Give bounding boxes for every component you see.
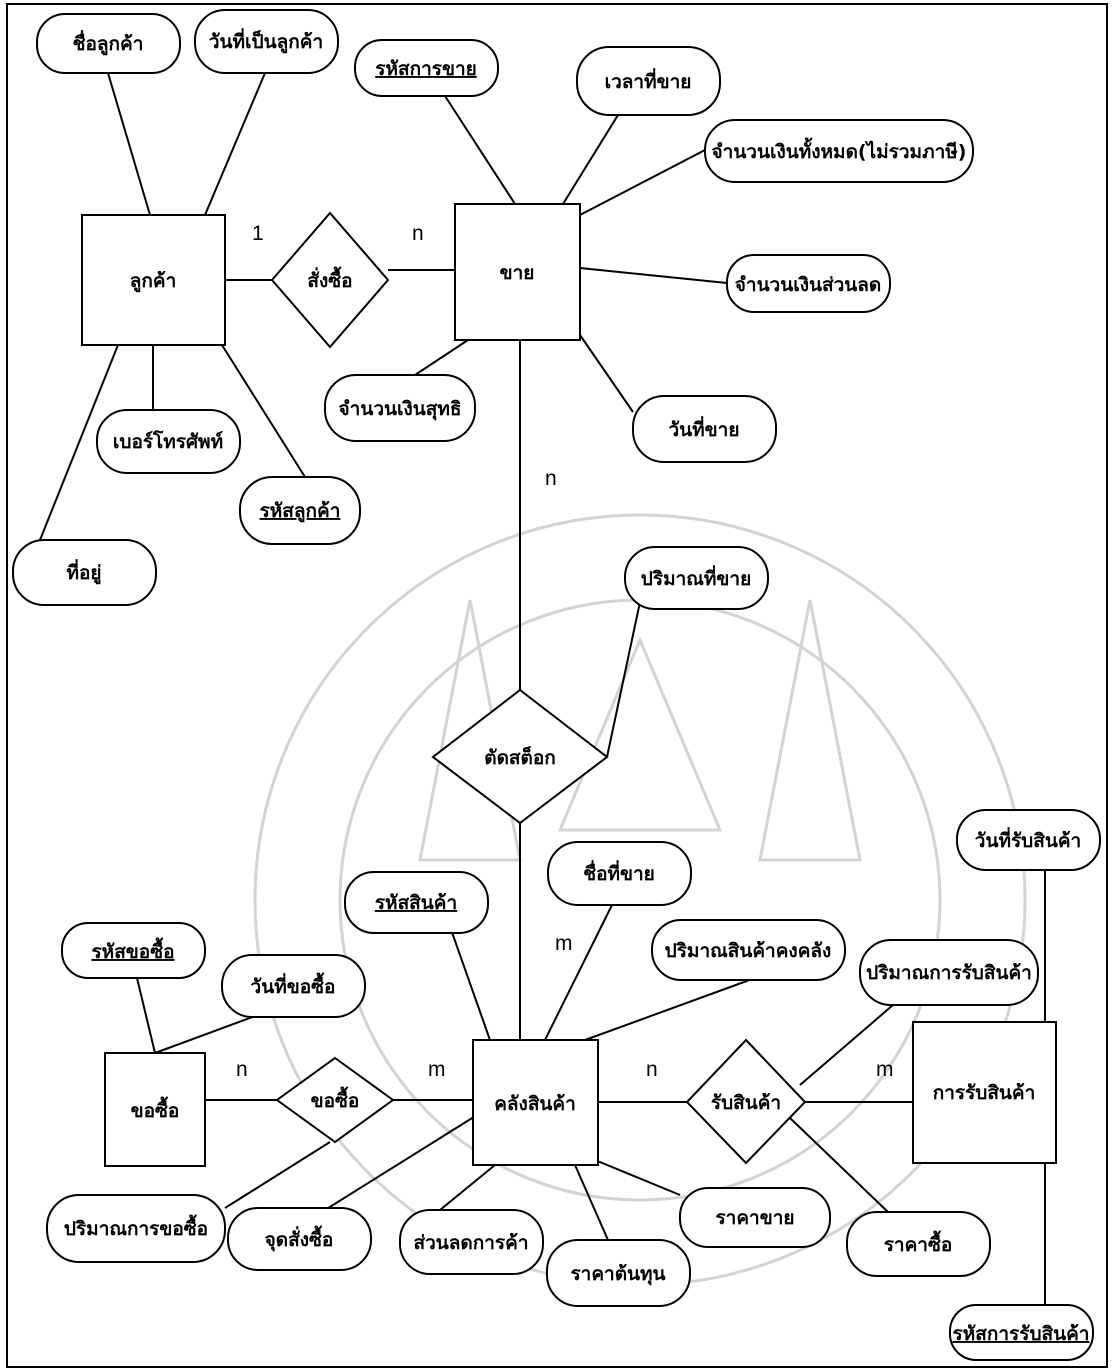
svg-text:ปริมาณการรับสินค้า: ปริมาณการรับสินค้า [866, 962, 1032, 984]
attribute-phone: เบอร์โทรศัพท์ [96, 409, 241, 474]
relationship-order-label: สั่งซื้อ [307, 266, 352, 292]
attribute-selling-price: ราคาขาย [679, 1187, 831, 1248]
cardinality-request-purchase: n [236, 1058, 248, 1081]
svg-text:จำนวนเงินทั้งหมด(ไม่รวมภาษี): จำนวนเงินทั้งหมด(ไม่รวมภาษี) [712, 137, 967, 163]
svg-text:ปริมาณการขอซื้อ: ปริมาณการขอซื้อ [64, 1214, 208, 1240]
entity-purchase-request-label: ขอซื้อ [131, 1096, 180, 1122]
relationship-receive: รับสินค้า [685, 1038, 807, 1165]
relationship-cut-stock-label: ตัดสต็อก [484, 745, 556, 769]
svg-text:จำนวนเงินสุทธิ: จำนวนเงินสุทธิ [339, 398, 462, 421]
relationship-receive-label: รับสินค้า [711, 1092, 781, 1114]
svg-text:เวลาที่ขาย: เวลาที่ขาย [605, 68, 692, 93]
attribute-receipt-id: รหัสการรับสินค้า [949, 1304, 1094, 1361]
entity-inventory-label: คลังสินค้า [494, 1093, 576, 1115]
attribute-customer-since: วันที่เป็นลูกค้า [194, 9, 339, 74]
svg-text:วันที่รับสินค้า: วันที่รับสินค้า [975, 827, 1081, 852]
attribute-receive-quantity: ปริมาณการรับสินค้า [859, 939, 1039, 1006]
cardinality-cutstock-inventory: m [555, 932, 573, 955]
attribute-purchase-price: ราคาซื้อ [846, 1211, 991, 1277]
attribute-trade-discount: ส่วนลดการค้า [399, 1209, 544, 1275]
svg-text:ราคาซื้อ: ราคาซื้อ [884, 1230, 953, 1256]
relationship-order: สั่งซื้อ [270, 211, 390, 349]
svg-text:ส่วนลดการค้า: ส่วนลดการค้า [414, 1232, 529, 1254]
page-frame [6, 3, 1108, 1368]
svg-text:รหัสขอซื้อ: รหัสขอซื้อ [91, 937, 174, 963]
svg-text:วันที่ขาย: วันที่ขาย [669, 416, 740, 441]
entity-inventory: คลังสินค้า [472, 1039, 599, 1166]
svg-text:ปริมาณสินค้าคงคลัง: ปริมาณสินค้าคงคลัง [665, 940, 832, 962]
attribute-quantity-sold: ปริมาณที่ขาย [624, 546, 769, 610]
attribute-receive-date: วันที่รับสินค้า [956, 809, 1101, 871]
svg-text:ปริมาณที่ขาย: ปริมาณที่ขาย [641, 565, 751, 590]
attribute-sale-date: วันที่ขาย [632, 395, 777, 463]
attribute-product-id: รหัสสินค้า [344, 871, 489, 934]
attribute-sale-time: เวลาที่ขาย [576, 46, 721, 116]
relationship-cut-stock: ตัดสต็อก [431, 688, 609, 825]
cardinality-request-inventory: m [428, 1058, 446, 1081]
cardinality-sale-cutstock: n [545, 467, 557, 490]
attribute-total-amount: จำนวนเงินทั้งหมด(ไม่รวมภาษี) [704, 119, 974, 183]
svg-text:ราคาต้นทุน: ราคาต้นทุน [570, 1263, 665, 1286]
attribute-request-id: รหัสขอซื้อ [61, 922, 206, 979]
svg-text:จำนวนเงินส่วนลด: จำนวนเงินส่วนลด [735, 274, 881, 296]
svg-text:จุดสั่งซื้อ: จุดสั่งซื้อ [265, 1225, 334, 1252]
svg-text:ชื่อลูกค้า: ชื่อลูกค้า [73, 30, 144, 56]
entity-sale-label: ขาย [500, 262, 535, 284]
svg-text:รหัสลูกค้า: รหัสลูกค้า [260, 500, 341, 523]
relationship-request: ขอซื้อ [275, 1056, 395, 1144]
attribute-reorder-point: จุดสั่งซื้อ [227, 1207, 372, 1271]
cardinality-customer-order: 1 [252, 222, 264, 245]
entity-goods-receipt: การรับสินค้า [912, 1021, 1057, 1164]
cardinality-order-sale: n [412, 222, 424, 245]
cardinality-receive-receipt: m [876, 1058, 894, 1081]
svg-text:ที่อยู่: ที่อยู่ [66, 559, 101, 585]
entity-purchase-request: ขอซื้อ [104, 1052, 206, 1167]
svg-text:เบอร์โทรศัพท์: เบอร์โทรศัพท์ [113, 430, 223, 453]
attribute-discount-amount: จำนวนเงินส่วนลด [726, 254, 891, 313]
attribute-net-amount: จำนวนเงินสุทธิ [324, 374, 476, 442]
attribute-customer-id: รหัสลูกค้า [239, 476, 361, 545]
svg-text:ชื่อที่ขาย: ชื่อที่ขาย [583, 860, 655, 885]
attribute-sold-name: ชื่อที่ขาย [547, 841, 692, 906]
relationship-request-label: ขอซื้อ [311, 1086, 360, 1112]
svg-text:รหัสการขาย: รหัสการขาย [375, 58, 477, 80]
attribute-sale-id: รหัสการขาย [354, 39, 499, 97]
cardinality-receive-inventory: n [646, 1058, 658, 1081]
attribute-request-date: วันที่ขอซื้อ [221, 954, 366, 1018]
svg-text:วันที่ขอซื้อ: วันที่ขอซื้อ [251, 972, 336, 998]
svg-text:วันที่เป็นลูกค้า: วันที่เป็นลูกค้า [209, 28, 323, 54]
attribute-request-quantity: ปริมาณการขอซื้อ [46, 1194, 226, 1263]
svg-text:รหัสสินค้า: รหัสสินค้า [375, 892, 457, 914]
attribute-stock-quantity: ปริมาณสินค้าคงคลัง [651, 919, 846, 981]
svg-text:รหัสการรับสินค้า: รหัสการรับสินค้า [953, 1323, 1090, 1345]
svg-text:ราคาขาย: ราคาขาย [715, 1207, 794, 1229]
attribute-address: ที่อยู่ [12, 539, 157, 606]
attribute-cost-price: ราคาต้นทุน [546, 1239, 691, 1307]
attribute-customer-name: ชื่อลูกค้า [36, 13, 181, 74]
entity-customer: ลูกค้า [81, 214, 226, 346]
entity-goods-receipt-label: การรับสินค้า [933, 1082, 1036, 1104]
entity-sale: ขาย [454, 203, 581, 341]
entity-customer-label: ลูกค้า [130, 270, 177, 293]
